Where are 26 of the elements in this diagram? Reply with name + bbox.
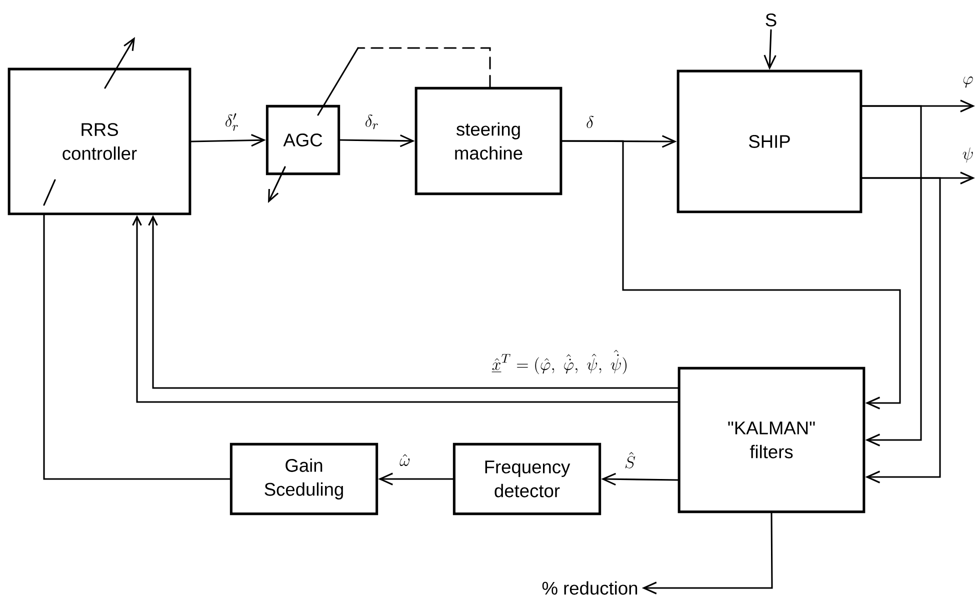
- connector-arrow: [339, 134, 415, 148]
- block-box: Gain Sceduling: [230, 442, 378, 516]
- edge-label: $\hat{\omega}$: [398, 452, 412, 468]
- signal-label: S: [766, 14, 776, 26]
- connector-arrow: [764, 29, 776, 70]
- edge-label: $\hat{S}$: [623, 450, 637, 470]
- block-box: steering machine: [414, 86, 562, 196]
- connector-arrow: [561, 140, 901, 410]
- edge-label: $\delta_r$: [363, 113, 381, 131]
- signal-label: % reduction: [542, 581, 638, 595]
- block-box: Frequency detector: [452, 442, 602, 516]
- edge-label: $\underline{\hat{x}}^T = (\hat{\varphi},\ \hat{\dot{\varphi}},\ \hat{\psi},\ \hat{\dot{\psi}})$: [490, 348, 630, 376]
- connector-arrow: [378, 472, 454, 486]
- connector-arrow: [861, 177, 941, 484]
- connector-arrow: [601, 472, 679, 486]
- edge-label: $\delta'_r$: [223, 112, 241, 132]
- block-box: "KALMAN" filters: [678, 366, 866, 514]
- block-box: RRS controller: [8, 68, 192, 216]
- block-box: AGC: [266, 104, 340, 176]
- edge-label: $\varphi$: [961, 75, 975, 89]
- edge-label: $\psi$: [960, 146, 976, 164]
- connector-arrow: [642, 512, 773, 594]
- connector-arrow: [861, 105, 922, 446]
- connector-arrow: [190, 134, 266, 147]
- block-box: SHIP: [676, 70, 862, 214]
- edge-label: $\delta$: [584, 114, 596, 130]
